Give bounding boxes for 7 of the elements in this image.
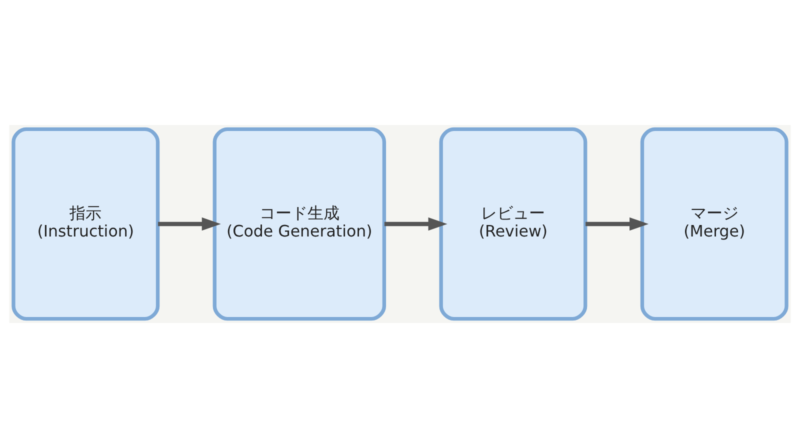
node-box: 指示 (Instruction) [12, 126, 160, 320]
node-box: レビュー (Review) [439, 126, 588, 320]
arrow [384, 216, 448, 230]
node-box: コード生成 (Code Generation) [212, 126, 386, 320]
node-box: マージ (Merge) [640, 126, 788, 320]
arrow [158, 216, 221, 230]
arrow [586, 216, 649, 230]
